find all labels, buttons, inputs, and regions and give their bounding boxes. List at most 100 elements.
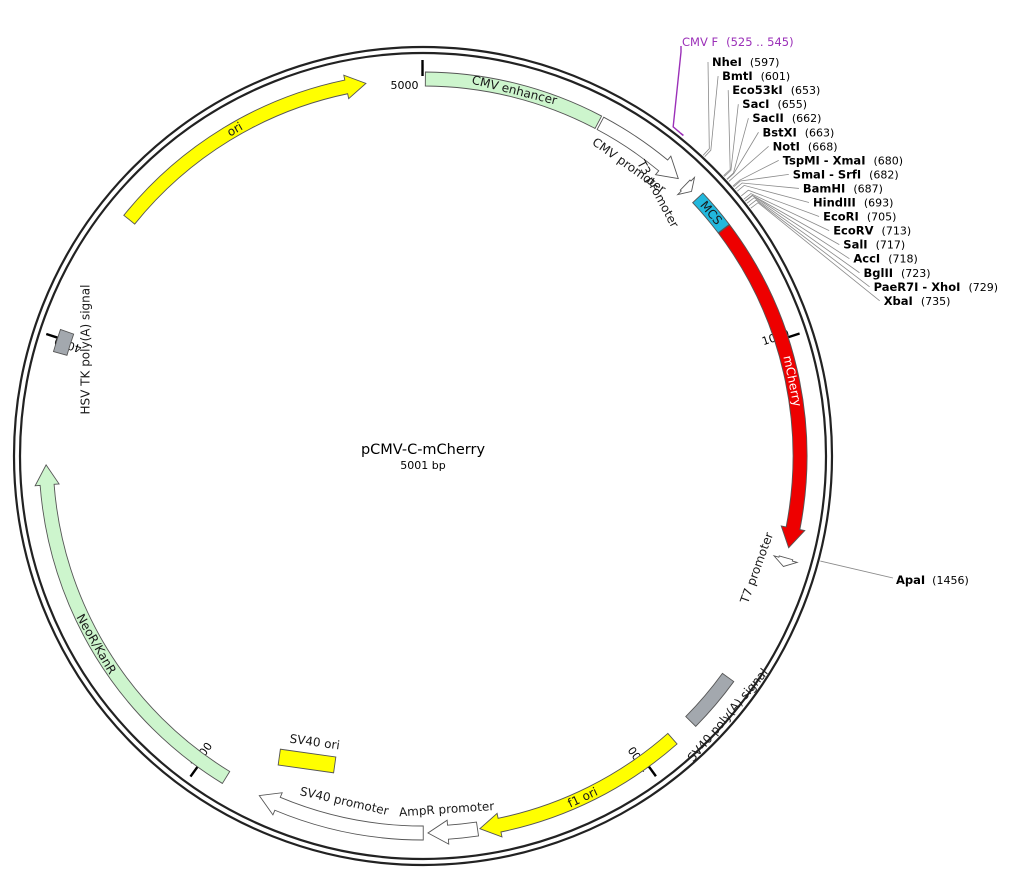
- site-bglii[interactable]: BglII (723): [746, 197, 931, 280]
- site-position: (662): [792, 112, 822, 125]
- backbone-inner: [18, 51, 828, 861]
- site-name: ApaI: [896, 573, 925, 587]
- plasmid-size: 5001 bp: [400, 459, 445, 472]
- site-hindiii[interactable]: HindIII (693): [737, 184, 894, 210]
- site-leader: [750, 202, 880, 302]
- site-leader: [745, 195, 850, 260]
- site-position: (680): [874, 154, 904, 167]
- site-position: (735): [921, 295, 951, 308]
- site-name: Eco53kI: [732, 83, 783, 97]
- site-position: (693): [864, 197, 894, 210]
- feature-cmv-promoter[interactable]: CMV promoter: [590, 116, 679, 196]
- plasmid-title: pCMV-C-mCherry: [361, 442, 486, 458]
- site-name: SacII: [752, 111, 783, 125]
- site-name: SmaI - SrfI: [793, 167, 861, 181]
- feature-sv40-polya[interactable]: SV40 poly(A) signal: [685, 666, 771, 765]
- ori-label: ori: [225, 119, 246, 139]
- site-noti[interactable]: NotI(668): [728, 139, 838, 182]
- site-name: BstXI: [763, 125, 797, 139]
- site-acci[interactable]: AccI(718): [745, 195, 918, 266]
- cmv-promoter-shape: [596, 116, 679, 180]
- site-xbai[interactable]: XbaI (735): [750, 202, 951, 308]
- site-position: (717): [876, 239, 906, 252]
- primer-range: (525 .. 545): [726, 35, 794, 49]
- site-name: SalI: [843, 238, 867, 252]
- feature-sv40-ori[interactable]: SV40 ori: [277, 732, 341, 774]
- feature-hsv-tk-polya[interactable]: HSV TK poly(A) signal: [52, 285, 92, 415]
- feature-mcherry[interactable]: mCherry: [717, 224, 808, 549]
- site-tspmi-xmai[interactable]: TspMI - XmaI (680): [732, 153, 904, 187]
- t7-promoter-label: T7 promoter: [737, 530, 776, 606]
- site-smai-srfi[interactable]: SmaI - SrfI (682): [733, 167, 899, 188]
- site-position: (729): [968, 281, 998, 294]
- sv40-promoter-shape: [258, 792, 424, 841]
- site-leader: [737, 184, 810, 203]
- sites-layer: NheI(597)BmtI(601)Eco53kI(653)SacI(655)S…: [702, 55, 998, 587]
- site-leader: [726, 118, 749, 180]
- site-name: BamHI: [803, 181, 845, 195]
- site-position: (723): [901, 267, 931, 280]
- site-paer7i-xhoi[interactable]: PaeR7I - XhoI(729): [748, 199, 998, 294]
- primer-leader: [672, 46, 682, 134]
- site-leader: [748, 199, 870, 288]
- site-sacii[interactable]: SacII (662): [726, 111, 822, 180]
- site-sali[interactable]: SalI (717): [744, 194, 906, 252]
- backbone-outer: [12, 45, 834, 867]
- feature-mcs[interactable]: MCS: [692, 192, 730, 234]
- sv40-ori-label: SV40 ori: [289, 732, 341, 753]
- site-position: (663): [805, 126, 835, 139]
- site-apai[interactable]: ApaI(1456): [820, 560, 969, 587]
- ticks-layer: 50001000200030004000: [45, 59, 800, 778]
- site-name: EcoRV: [833, 224, 873, 238]
- site-eco53ki[interactable]: Eco53kI(653): [723, 83, 821, 177]
- ori-shape: [123, 74, 367, 225]
- site-leader: [744, 194, 840, 245]
- site-ecori[interactable]: EcoRI(705): [741, 189, 896, 224]
- site-leader: [820, 560, 894, 579]
- site-position: (655): [777, 98, 807, 111]
- feature-f1-ori[interactable]: f1 ori: [479, 732, 678, 838]
- site-leader: [702, 61, 710, 156]
- sv40-ori-bar: [277, 748, 337, 774]
- t3-promoter-shape: [676, 175, 696, 196]
- primer-layer: CMV F (525 .. 545): [672, 35, 794, 137]
- site-name: AccI: [853, 252, 880, 266]
- site-name: NheI: [712, 55, 742, 69]
- primer-cmv-f[interactable]: CMV F (525 .. 545): [672, 35, 794, 137]
- site-name: BglII: [864, 266, 894, 280]
- site-name: TspMI - XmaI: [783, 153, 866, 167]
- mcherry-label: mCherry: [780, 354, 804, 408]
- ampr-promoter-label: AmpR promoter: [399, 799, 495, 819]
- neor-kanr-shape: [34, 464, 231, 785]
- site-bamhi[interactable]: BamHI (687): [735, 181, 883, 195]
- sv40-polya-shape: [685, 672, 735, 728]
- feature-sv40-promoter[interactable]: SV40 promoter: [258, 784, 424, 841]
- cmv-enhancer-shape: [424, 71, 603, 130]
- site-nhei[interactable]: NheI (597): [702, 55, 780, 156]
- mcherry-shape: [717, 224, 808, 549]
- site-leader: [746, 197, 860, 274]
- primer-label: CMV F: [682, 35, 718, 49]
- site-saci[interactable]: SacI(655): [724, 97, 807, 177]
- site-leader: [723, 90, 731, 177]
- site-leader: [743, 193, 830, 231]
- t7-promoter-shape: [772, 555, 799, 568]
- site-position: (597): [750, 56, 780, 69]
- site-name: HindIII: [813, 196, 856, 210]
- site-ecorv[interactable]: EcoRV(713): [743, 193, 911, 238]
- feature-ori[interactable]: ori: [123, 74, 367, 225]
- site-name: NotI: [773, 139, 800, 153]
- tick-label-5000: 5000: [391, 79, 419, 92]
- site-leader: [726, 132, 759, 180]
- mcs-shape: [692, 192, 730, 234]
- hsv-tk-polya-shape: [52, 328, 75, 356]
- site-position: (687): [853, 182, 883, 195]
- site-bmti[interactable]: BmtI(601): [704, 69, 791, 157]
- site-name: XbaI: [884, 294, 913, 308]
- site-position: (682): [869, 168, 899, 181]
- feature-cmv-enhancer[interactable]: CMV enhancer: [424, 71, 603, 130]
- site-bstxi[interactable]: BstXI (663): [726, 125, 835, 180]
- feature-ampr-promoter[interactable]: AmpR promoter: [399, 799, 495, 845]
- f1-ori-label: f1 ori: [565, 785, 599, 811]
